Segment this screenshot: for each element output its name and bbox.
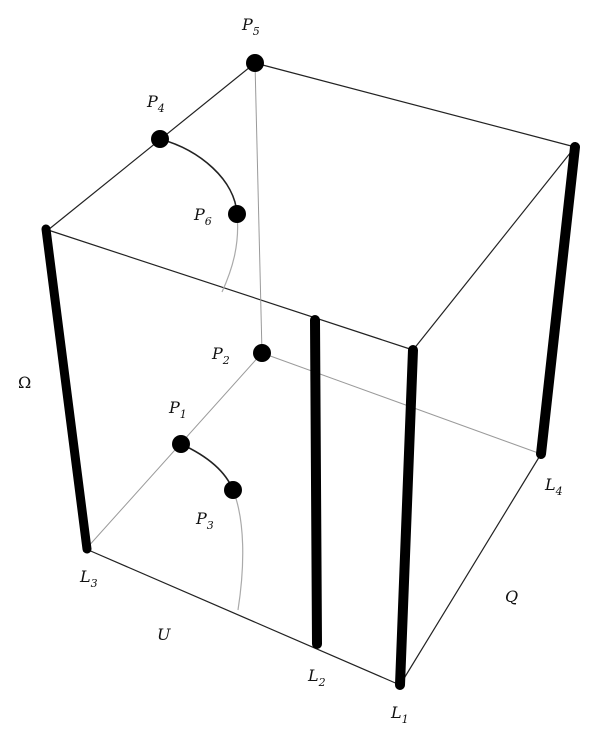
curve-p6-tail <box>221 213 239 293</box>
line-l1 <box>395 345 418 690</box>
point-p2 <box>253 344 271 362</box>
curve-p4-p6 <box>159 138 238 215</box>
label-l1: L1 <box>390 703 409 726</box>
point-p4 <box>151 130 169 148</box>
edge-bottom-front <box>85 548 401 686</box>
label-l2: L2 <box>307 666 326 689</box>
points <box>151 54 271 499</box>
edge-top-right <box>412 146 576 351</box>
hidden-edges <box>85 62 542 550</box>
point-p6 <box>228 205 246 223</box>
label-p3: P3 <box>195 509 214 532</box>
cube-edges <box>47 62 576 686</box>
label-q: Q <box>505 587 518 606</box>
edge-top-front <box>47 229 414 351</box>
point-labels: P5 P4 P6 P2 P1 P3 <box>146 15 260 532</box>
edge-top-back <box>254 62 576 148</box>
label-l4: L4 <box>544 475 563 498</box>
edge-top-left <box>47 62 256 231</box>
thick-lines <box>41 142 580 690</box>
line-l2 <box>310 315 322 649</box>
curve-p1-p3 <box>180 443 234 491</box>
label-p4: P4 <box>146 92 165 115</box>
label-p6: P6 <box>193 205 212 228</box>
hidden-edge-left <box>85 352 263 550</box>
label-u: U <box>157 625 171 644</box>
label-omega: Ω <box>18 373 31 392</box>
label-p1: P1 <box>168 398 187 421</box>
curve-p3-tail <box>232 489 244 611</box>
line-l4 <box>536 142 580 459</box>
hidden-edge-vertical <box>254 62 263 354</box>
edge-bottom-right <box>399 453 542 686</box>
hidden-edge-back <box>261 352 542 455</box>
point-p5 <box>246 54 264 72</box>
label-p5: P5 <box>241 15 260 38</box>
label-l3: L3 <box>79 567 98 590</box>
line-labels: L3 L2 L1 L4 <box>79 475 563 726</box>
region-labels: Ω U Q <box>18 373 518 644</box>
point-p3 <box>224 481 242 499</box>
point-p1 <box>172 435 190 453</box>
label-p2: P2 <box>211 344 230 367</box>
line-l3 <box>41 224 92 554</box>
